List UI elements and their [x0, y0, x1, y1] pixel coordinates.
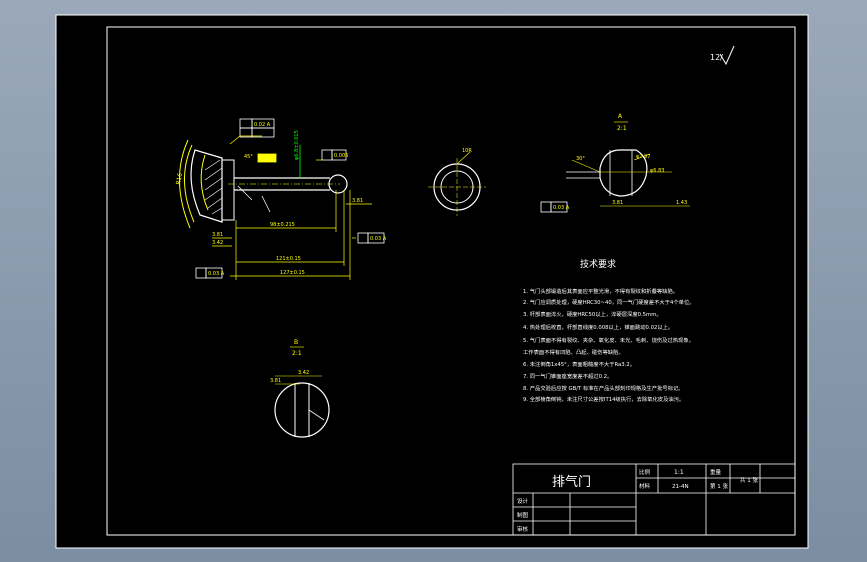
len-121: 121±0.15: [276, 256, 301, 262]
section-b-top: B: [294, 339, 298, 346]
green-note: φ6.8±0.015: [294, 130, 300, 160]
detail-a-dia-right: φ6.83: [650, 168, 664, 174]
tech-item: 5. 气门表面不得有裂纹、夹杂、氧化皮、未光、毛刺、烧伤及过热现象，: [523, 336, 694, 344]
section-a-top: A: [618, 113, 623, 120]
tech-item: 2. 气门应调质处理，硬度HRC30~40，同一气门硬度差不大于4个单位。: [523, 298, 695, 306]
draw-label: 制图: [517, 511, 529, 519]
detail-a-dia: φ7.97: [636, 154, 650, 160]
tech-item: 6. 未注倒角1x45°，表面粗糙度不大于Ra3.2。: [523, 360, 635, 368]
detail-b-d2: 3.81: [270, 378, 281, 384]
roughness-symbol: [719, 45, 735, 66]
tech-item: 8. 产品交验后应按 GB/T 标准在产品头部刻印规格及生产批号标记。: [523, 384, 684, 392]
scale-value: 1:1: [674, 469, 684, 476]
tol-mid: 0.006: [334, 153, 348, 159]
part-name: 排气门: [552, 474, 591, 490]
roughness-note: 12/: [710, 53, 723, 62]
tech-list: 1. 气门头部锻造后其表面应平整光滑，不得有裂纹和折叠等缺陷。 2. 气门应调质…: [523, 287, 695, 403]
detail-a-d-left: 3.81: [612, 200, 623, 206]
dim-d2: 3.42: [212, 240, 223, 246]
section-a-bottom: 2:1: [617, 125, 627, 132]
scale-label: 比例: [639, 468, 651, 476]
tol-left: 0.03 A: [208, 271, 225, 277]
tech-item: 工作表面不得有凹陷、凸起、碰伤等缺陷。: [523, 348, 624, 356]
rad-side: R16: [175, 172, 184, 185]
drawing-frame: [106, 26, 796, 536]
detail-a-view: [540, 149, 690, 213]
detail-b-view: [274, 375, 330, 438]
tech-title: 技术要求: [580, 258, 616, 270]
tol-top: 0.02 A: [254, 122, 271, 128]
section-b-bottom: 2:1: [292, 350, 302, 357]
detail-a-d-right: 1.43: [676, 200, 687, 206]
tech-item: 9. 全部棱角倒钝，未注尺寸公差按IT14级执行，去除氧化皮及油污。: [523, 395, 684, 403]
tech-item: 1. 气门头部锻造后其表面应平整光滑，不得有裂纹和折叠等缺陷。: [523, 287, 678, 295]
detail-a-angle: 30°: [576, 156, 585, 162]
drawing-sheet: [55, 14, 809, 549]
dim-d1: 3.81: [212, 232, 223, 238]
tech-item: 3. 杆部表面淬火，硬度HRC50以上，淬硬层深度0.5mm。: [523, 310, 662, 318]
dim-right: 3.81: [352, 198, 363, 204]
design-label: 设计: [517, 497, 529, 505]
sheet-label: 第 1 张: [710, 482, 728, 490]
len-98: 98±0.215: [270, 222, 295, 228]
material-value: 21-4N: [672, 484, 689, 490]
valve-main-view: [179, 118, 385, 280]
angle: 45°: [244, 154, 253, 160]
tol-right: 0.03 A: [370, 236, 387, 242]
total-label: 共 1 张: [740, 476, 758, 484]
circle-view: [428, 151, 486, 216]
weight-label: 重量: [710, 468, 722, 476]
tech-item: 7. 同一气门锥面座宽度差不超过0.2。: [523, 372, 612, 380]
material-label: 材料: [639, 482, 651, 490]
review-label: 审核: [517, 525, 529, 533]
len-127: 127±0.15: [280, 270, 305, 276]
detail-a-tol: 0.03 A: [553, 205, 570, 211]
detail-b-d1: 3.42: [298, 370, 309, 376]
circle-label: 10R: [462, 148, 472, 154]
title-block: [512, 463, 796, 536]
tech-item: 4. 热处理后校直，杆部直线度0.008以上，锥面跳动0.02以上。: [523, 323, 673, 331]
